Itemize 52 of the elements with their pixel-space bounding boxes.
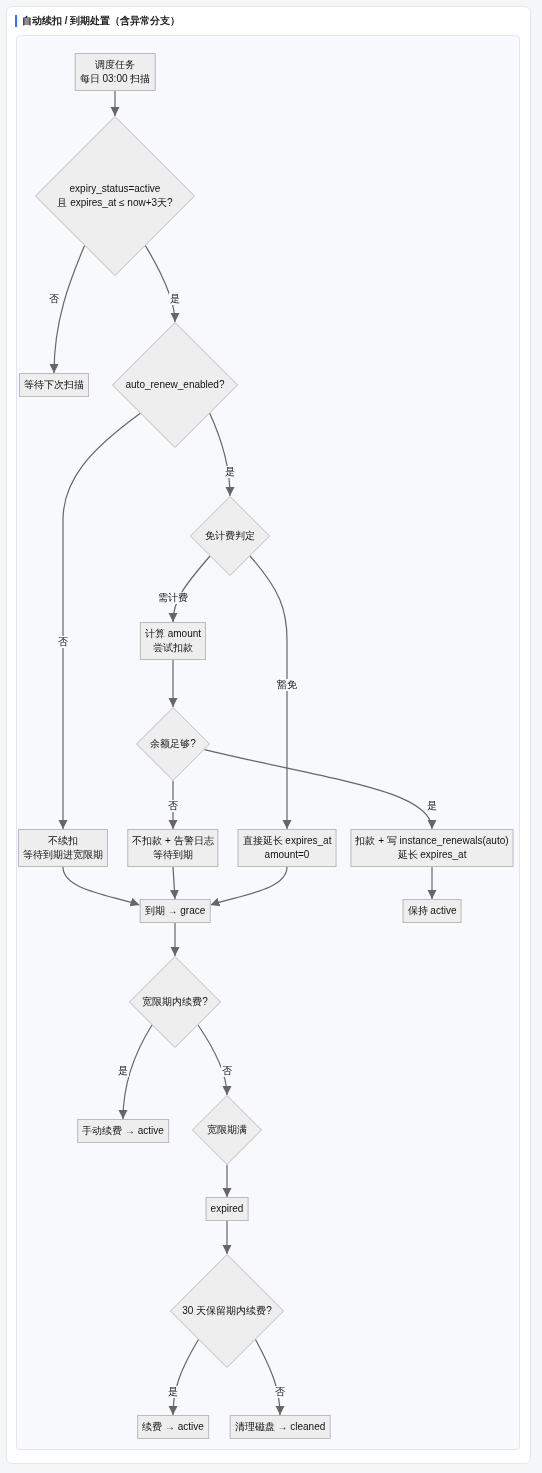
edge-label: 否 — [274, 1386, 286, 1398]
decision-diamond: 宽限期内续费? — [129, 956, 221, 1048]
arrow — [222, 1220, 232, 1255]
edge-label: 豁免 — [276, 679, 298, 691]
process-box: 续费 → active — [137, 1415, 209, 1439]
edge-label: 是 — [117, 1065, 129, 1077]
edge-label: 否 — [48, 293, 60, 305]
edge-label: 是 — [167, 1386, 179, 1398]
arrow — [49, 245, 86, 374]
arrow — [170, 922, 180, 957]
arrow — [58, 412, 141, 830]
decision-diamond: auto_renew_enabled? — [112, 322, 238, 448]
arrow — [222, 1164, 232, 1198]
arrow — [254, 1338, 285, 1416]
arrow — [169, 866, 179, 900]
process-box: 调度任务 每日 03:00 扫描 — [74, 53, 156, 91]
process-box: expired — [205, 1197, 249, 1221]
arrow — [427, 866, 437, 900]
edge-label: 否 — [57, 636, 69, 648]
decision-diamond: 30 天保留期内续费? — [170, 1254, 284, 1368]
decision-diamond: 宽限期满 — [192, 1095, 262, 1165]
process-box: 不续扣 等待到期进宽限期 — [18, 829, 108, 867]
arrow — [197, 1024, 232, 1096]
arrow — [209, 866, 288, 907]
process-box: 保持 active — [402, 899, 462, 923]
arrow — [249, 555, 292, 830]
arrow — [168, 1338, 200, 1416]
process-box: 扣款 + 写 instance_renewals(auto) 延长 expires_at — [350, 829, 514, 867]
arrow — [209, 412, 235, 497]
edge-label: 否 — [221, 1065, 233, 1077]
arrow — [118, 1024, 153, 1120]
decision-diamond: 免计费判定 — [190, 496, 270, 576]
edge-label: 是 — [224, 466, 236, 478]
edge-label: 需计费 — [157, 592, 189, 604]
process-box: 等待下次扫描 — [19, 373, 89, 397]
process-box: 计算 amount 尝试扣款 — [139, 622, 207, 660]
decision-diamond: 余额足够? — [136, 707, 210, 781]
process-box: 不扣款 + 告警日志 等待到期 — [127, 829, 219, 867]
arrow — [144, 245, 179, 323]
process-box: 到期 → grace — [139, 899, 211, 923]
process-box: 清理磁盘 → cleaned — [229, 1415, 331, 1439]
diagram-title: 自动续扣 / 到期处置（含异常分支） — [15, 15, 181, 27]
arrow — [203, 748, 435, 830]
edge-label: 是 — [169, 293, 181, 305]
arrow — [62, 866, 141, 907]
arrow — [110, 90, 120, 117]
process-box: 手动续费 → active — [77, 1119, 169, 1143]
edge-label: 是 — [426, 800, 438, 812]
decision-diamond: expiry_status=active 且 expires_at ≤ now+3天? — [35, 116, 195, 276]
edge-label: 否 — [167, 800, 179, 812]
arrow — [168, 659, 178, 708]
process-box: 直接延长 expires_at amount=0 — [237, 829, 337, 867]
